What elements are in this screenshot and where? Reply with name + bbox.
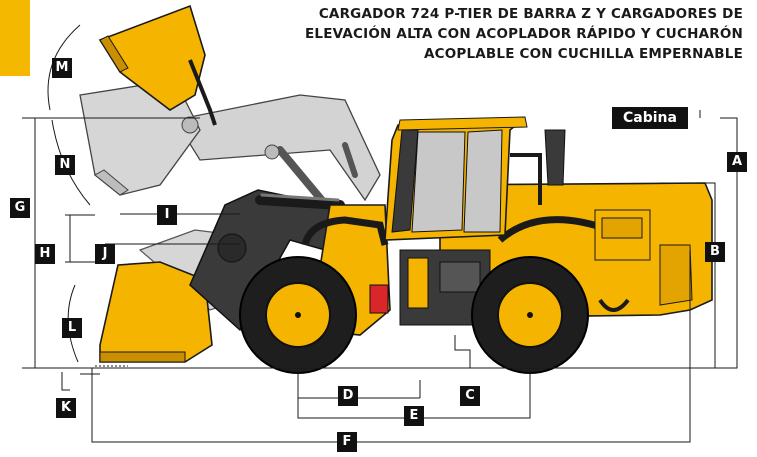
- label-a: A: [727, 152, 747, 172]
- raised-bucket-ghost: [79, 79, 381, 214]
- title-line-3: ACOPLABLE CON CUCHILLA EMPERNABLE: [423, 46, 743, 62]
- label-g: G: [10, 198, 30, 218]
- label-b: B: [705, 242, 725, 262]
- accent-bar: [0, 0, 30, 76]
- label-c: C: [460, 386, 480, 406]
- cab: [384, 116, 528, 241]
- label-e: E: [404, 406, 424, 426]
- title-line-2: ELEVACIÓN ALTA CON ACOPLADOR RÁPIDO Y CU…: [304, 26, 743, 42]
- lowered-bucket: [95, 261, 213, 367]
- rear-wheel: [471, 256, 589, 374]
- label-k: K: [56, 398, 76, 418]
- label-f: F: [337, 432, 357, 452]
- label-i: I: [157, 205, 177, 225]
- label-cabina: Cabina: [612, 107, 688, 129]
- title-line-1: CARGADOR 724 P-TIER DE BARRA Z Y CARGADO…: [318, 6, 743, 22]
- label-h: H: [35, 244, 55, 264]
- label-m: M: [52, 58, 72, 78]
- front-wheel: [239, 256, 357, 374]
- label-d: D: [338, 386, 358, 406]
- label-l: L: [62, 318, 82, 338]
- label-j: J: [95, 244, 115, 264]
- top-raised-bucket: [98, 4, 217, 126]
- label-n: N: [55, 155, 75, 175]
